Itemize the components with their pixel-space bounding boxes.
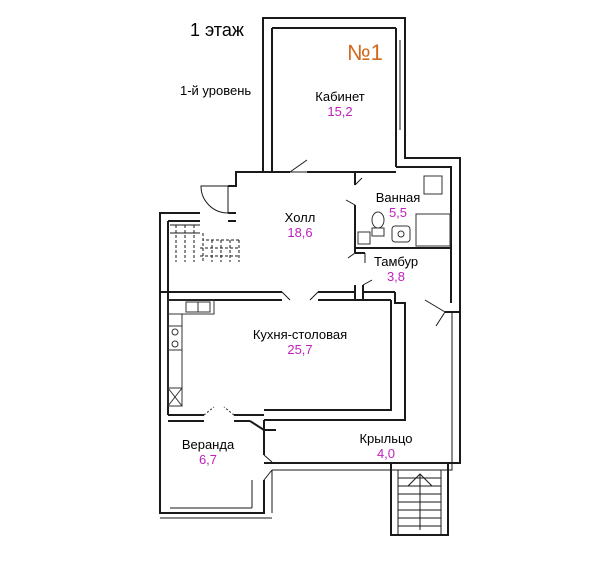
bathroom-fixtures [357, 175, 451, 247]
room-area-porch: 4,0 [376, 446, 396, 461]
bath-cabinet [357, 231, 371, 245]
counter-top [167, 299, 215, 315]
room-name-veranda: Веранда [181, 437, 235, 452]
room-name-bathroom: Ванная [375, 190, 421, 205]
room-area-kitchen: 25,7 [287, 342, 313, 357]
door-bathroom [345, 177, 363, 206]
kitchen-fixtures [167, 299, 215, 407]
floor-title: 1 этаж [190, 20, 244, 40]
kitchen-east-wall [264, 300, 392, 411]
doors [200, 159, 446, 481]
room-area-hall: 18,6 [287, 225, 313, 240]
kitchen-east-wall-outer [264, 292, 406, 421]
door-entry-hall [200, 185, 229, 214]
room-area-vestibule: 3,8 [386, 269, 406, 284]
plan-number: №1 [347, 40, 383, 65]
door-veranda-porch [263, 454, 273, 481]
level-label: 1-й уровень [180, 83, 252, 98]
interior-stairs [170, 224, 240, 262]
shower [423, 175, 443, 195]
porch-stairs [390, 463, 449, 536]
room-area-cabinet: 15,2 [327, 104, 353, 119]
door-cabinet [289, 159, 308, 173]
room-name-porch: Крыльцо [359, 431, 413, 446]
door-vestibule-porch [424, 299, 446, 327]
door-kitchen [281, 291, 319, 301]
hall-north-wall [228, 171, 263, 187]
room-name-cabinet: Кабинет [315, 89, 365, 104]
bathroom-walls [354, 171, 363, 185]
porch-outline [264, 312, 461, 464]
counter-side [167, 313, 183, 407]
room-area-veranda: 6,7 [198, 452, 218, 467]
washbasin [391, 225, 411, 243]
stairs-outline [390, 463, 449, 536]
east-wall [396, 166, 452, 303]
bathtub [415, 213, 451, 247]
fridge [167, 387, 183, 407]
room-name-kitchen: Кухня-столовая [252, 327, 348, 342]
door-vestibule [347, 252, 373, 286]
west-upper-wall [159, 212, 200, 300]
room-name-vestibule: Тамбур [373, 254, 419, 269]
room-area-bathroom: 5,5 [388, 205, 408, 220]
room-name-hall: Холл [284, 210, 316, 225]
stove [167, 325, 183, 351]
cabinet-walls [262, 17, 461, 313]
door-kitchen-veranda [203, 406, 235, 416]
porch-rail [272, 312, 453, 471]
porch-door-post [249, 420, 265, 431]
